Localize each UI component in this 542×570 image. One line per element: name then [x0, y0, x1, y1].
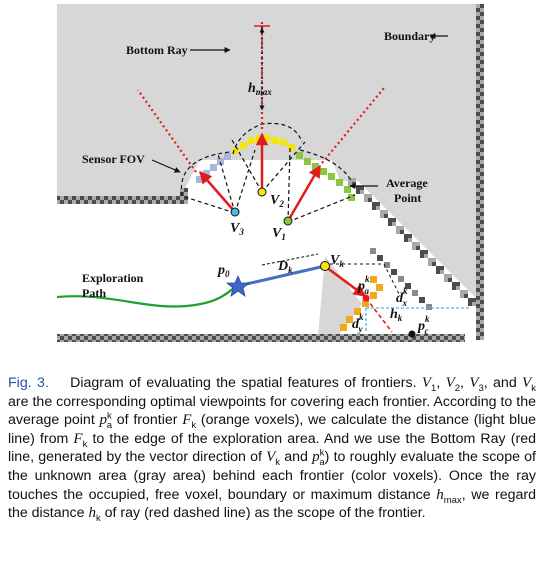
frontier-voxel-green	[328, 173, 335, 180]
start-star-marker	[225, 274, 251, 297]
wall-voxel	[391, 269, 397, 275]
label-point-word: Point	[394, 191, 421, 205]
frontier-diagram: Bottom Ray Boundary Sensor FOV Average P…	[56, 4, 484, 342]
frontier-voxel-orange	[370, 276, 377, 283]
frontier-voxel-orange	[362, 300, 369, 307]
label-v3: V3	[230, 221, 244, 237]
label-exploration-path: Exploration Path	[82, 271, 146, 300]
diagonal-wall	[348, 178, 476, 310]
label-p0: p0	[217, 263, 230, 279]
wall-voxel	[456, 286, 460, 290]
frontier-voxel-yellow	[288, 144, 295, 151]
wall-voxel	[377, 255, 383, 261]
frontier-voxel-green	[296, 152, 303, 159]
wall-voxel	[360, 190, 364, 194]
label-sensor-fov: Sensor FOV	[82, 152, 145, 166]
wall-voxel	[384, 262, 390, 268]
label-pointers	[151, 33, 448, 189]
frontier-voxel-orange	[354, 308, 361, 315]
boundary-wall	[476, 4, 484, 340]
label-v1: V1	[272, 226, 286, 242]
label-boundary: Boundary	[384, 29, 435, 43]
figure-number: Fig. 3.	[8, 375, 49, 391]
frontier-voxel-orange	[370, 292, 377, 299]
frontier-voxel-orange	[376, 284, 383, 291]
viewpoint-markers	[230, 187, 416, 338]
frontier-voxel-blue	[224, 153, 231, 160]
wall-voxel	[408, 238, 412, 242]
h-max-marker	[254, 25, 270, 111]
frontier-voxel-yellow	[280, 139, 287, 146]
frontier-voxel-blue	[210, 164, 217, 171]
left-ledge	[57, 188, 188, 204]
wall-voxel	[412, 290, 418, 296]
frontier-voxel-yellow	[232, 147, 239, 154]
frontier-voxel-yellow	[240, 142, 247, 149]
wall-voxel	[416, 246, 420, 250]
wall-voxel	[426, 304, 432, 310]
frontier-voxel-blue	[217, 158, 224, 165]
wall-voxel	[424, 254, 428, 258]
frontier-voxel-orange	[340, 324, 347, 331]
frontier-voxel-yellow	[248, 137, 255, 144]
exploration-path	[56, 285, 237, 308]
unknown-area	[57, 4, 476, 298]
dk-dimension	[261, 253, 319, 266]
frontier-voxel-yellow	[272, 137, 279, 144]
wall-voxel	[392, 222, 396, 226]
edge-distance-lines	[365, 307, 470, 332]
label-average-word: Average	[386, 176, 428, 190]
wall-voxel	[472, 302, 476, 306]
wall-voxel	[405, 283, 411, 289]
wall-voxel	[448, 278, 452, 282]
frontier-voxel-green	[348, 194, 355, 201]
label-bottom-ray: Bottom Ray	[126, 43, 188, 57]
dk-x-y-dims	[330, 263, 401, 297]
wall-voxel	[368, 198, 372, 202]
frontier-voxel-green	[336, 179, 343, 186]
frontier-voxel-blue	[196, 176, 203, 183]
wall-voxel	[440, 270, 444, 274]
label-hmax: hmax	[248, 81, 272, 97]
dk-line	[237, 264, 326, 288]
figure-caption: Fig. 3. Diagram of evaluating the spatia…	[8, 375, 537, 524]
wall-voxel	[376, 206, 380, 210]
label-dk: Dk	[277, 259, 293, 275]
wall-voxel	[419, 297, 425, 303]
frontier-voxel-yellow	[264, 135, 271, 142]
hk-ray	[365, 297, 393, 333]
wall-voxel	[384, 214, 388, 218]
frontier-voxel-green	[320, 168, 327, 175]
bottom-wall	[57, 334, 465, 342]
wall-voxel	[370, 248, 376, 254]
label-vk: Vk	[330, 253, 344, 269]
wall-voxel	[464, 294, 468, 298]
frontier-voxel-green	[344, 186, 351, 193]
label-hk: hk	[390, 307, 403, 323]
frontier-voxel-orange	[346, 316, 353, 323]
viewpoint-arrows	[199, 132, 367, 298]
wall-voxel	[432, 262, 436, 266]
wall-voxel	[398, 276, 404, 282]
wall-voxel	[400, 230, 404, 234]
label-v2: V2	[270, 193, 284, 209]
frontier-voxel-green	[304, 158, 311, 165]
label-average-point: Average Point	[386, 176, 431, 205]
